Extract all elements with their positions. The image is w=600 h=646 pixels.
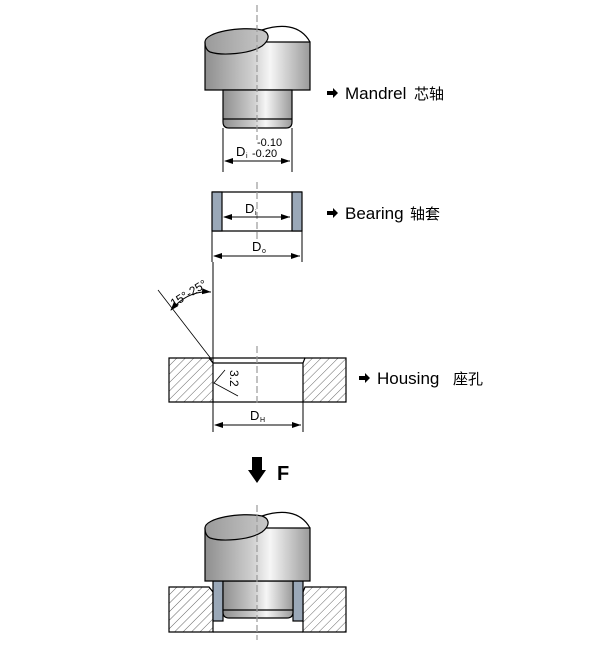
bearing-label-en: Bearing xyxy=(345,204,404,223)
force-indicator: F xyxy=(248,457,289,485)
chamfer-angle-annotation: 15°-25° xyxy=(157,262,214,363)
mandrel-upper-tolerance: -0.10 xyxy=(257,137,282,149)
bearing-do-symbol: D xyxy=(252,239,261,254)
mandrel-dim-subscript: i xyxy=(246,153,248,160)
mandrel-label-en: Mandrel xyxy=(345,84,406,103)
arrow-right-icon xyxy=(359,373,370,383)
housing-dh-subscript: H xyxy=(260,417,265,424)
bearing-do-subscript: o xyxy=(262,248,266,255)
housing-dh-symbol: D xyxy=(250,408,259,423)
assembly xyxy=(168,511,347,633)
mandrel-label: Mandrel 芯轴 xyxy=(327,84,444,103)
surface-roughness-symbol: 3.2 xyxy=(213,369,241,397)
bearing-outer-dimension: D o xyxy=(211,231,303,262)
mandrel-dim-symbol: D xyxy=(236,144,245,159)
mandrel-label-zh: 芯轴 xyxy=(414,85,444,103)
bearing-inner-dimension: D i xyxy=(223,201,290,220)
housing xyxy=(168,357,347,403)
mandrel-lower-tolerance: -0.20 xyxy=(252,148,277,160)
bearing-di-symbol: D xyxy=(245,201,254,216)
housing-label: Housing 座孔 xyxy=(359,369,483,388)
bearing-di-subscript: i xyxy=(255,210,257,217)
force-label: F xyxy=(277,463,289,485)
mandrel-dimension: D i -0.10 -0.20 xyxy=(222,128,293,172)
arrow-down-icon xyxy=(248,457,266,483)
arrow-right-icon xyxy=(327,208,338,218)
housing-label-en: Housing xyxy=(377,369,439,388)
bearing-label-zh: 轴套 xyxy=(410,205,440,223)
housing-label-zh: 座孔 xyxy=(453,370,483,388)
bearing-label: Bearing 轴套 xyxy=(327,204,440,223)
housing-dimension: D H xyxy=(212,402,304,432)
roughness-value: 3.2 xyxy=(227,370,241,387)
arrow-right-icon xyxy=(327,88,338,98)
chamfer-angle-text: 15°-25° xyxy=(168,277,210,310)
